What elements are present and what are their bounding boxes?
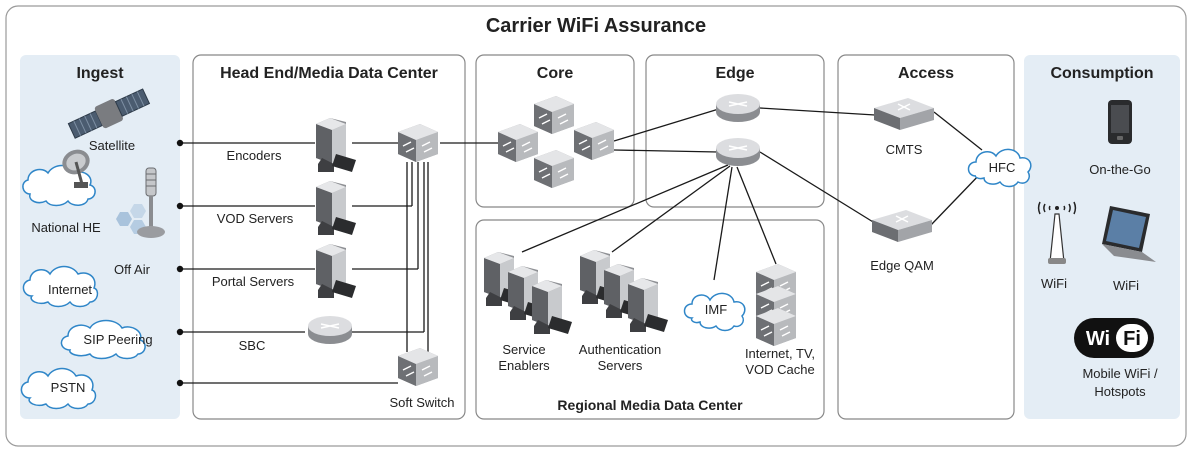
- sip-peering-cloud: SIP Peering: [60, 319, 153, 360]
- satellite-label: Satellite: [89, 138, 135, 153]
- edge-router-top-icon: [715, 93, 761, 123]
- national-he-label: National HE: [31, 220, 101, 235]
- cache-label-line1: Internet, TV,: [745, 346, 815, 361]
- headend-panel: [192, 54, 466, 420]
- off-air-label: Off Air: [114, 262, 151, 277]
- internet-cloud: Internet: [22, 265, 99, 308]
- consumption-panel: [1024, 55, 1180, 419]
- hfc-cloud: HFC: [967, 148, 1032, 188]
- hexagon-cells-icon: [116, 204, 146, 234]
- encoders-label: Encoders: [227, 148, 282, 163]
- imf-label: IMF: [705, 302, 727, 317]
- service-enablers-label-line2: Enablers: [498, 358, 550, 373]
- hfc-label: HFC: [989, 160, 1016, 175]
- access-heading: Access: [898, 65, 954, 82]
- line-endpoints: [176, 139, 184, 387]
- authentication-servers-label-line1: Authentication: [579, 342, 661, 357]
- mobile-wifi-label-line2: Hotspots: [1094, 384, 1146, 399]
- sbc-label: SBC: [239, 338, 266, 353]
- mobile-wifi-label-line1: Mobile WiFi /: [1082, 366, 1158, 381]
- sip-peering-label: SIP Peering: [83, 332, 152, 347]
- satellite-dish-icon: [62, 149, 90, 188]
- edge-qam-label: Edge QAM: [870, 258, 934, 273]
- wifi-antenna-label: WiFi: [1041, 276, 1067, 291]
- satellite-icon: [67, 88, 151, 139]
- soft-switch-label: Soft Switch: [389, 395, 454, 410]
- pstn-cloud: PSTN: [20, 367, 97, 410]
- cmts-label: CMTS: [886, 142, 923, 157]
- internet-label: Internet: [48, 282, 92, 297]
- authentication-servers-label-line2: Servers: [598, 358, 643, 373]
- imf-cloud: IMF: [683, 292, 746, 332]
- regional-heading: Regional Media Data Center: [557, 397, 743, 413]
- consumption-heading: Consumption: [1050, 65, 1153, 82]
- portal-servers-label: Portal Servers: [212, 274, 295, 289]
- national-he-cloud: [22, 164, 96, 207]
- off-air-antenna-icon: [137, 167, 165, 238]
- edge-heading: Edge: [715, 65, 754, 82]
- sbc-router-icon: [307, 315, 353, 345]
- smartphone-icon: [1108, 100, 1132, 144]
- vod-servers-label: VOD Servers: [217, 211, 294, 226]
- wifi-antenna-icon: [1037, 201, 1077, 264]
- edge-router-bottom-icon: [715, 137, 761, 167]
- svg-text:Fi: Fi: [1123, 328, 1141, 350]
- connection-lines: [180, 107, 983, 384]
- cache-stack-icon: [755, 263, 797, 347]
- access-panel: [837, 54, 1015, 420]
- cache-label-line2: VOD Cache: [745, 362, 814, 377]
- svg-text:Wi: Wi: [1086, 328, 1110, 350]
- headend-heading: Head End/Media Data Center: [220, 65, 438, 82]
- pstn-label: PSTN: [51, 380, 86, 395]
- wifi-laptop-label: WiFi: [1113, 278, 1139, 293]
- on-the-go-label: On-the-Go: [1089, 162, 1150, 177]
- wifi-logo-icon: Wi Fi: [1074, 318, 1154, 358]
- laptop-icon: [1102, 206, 1156, 262]
- service-enablers-label-line1: Service: [502, 342, 545, 357]
- ingest-heading: Ingest: [76, 65, 124, 82]
- diagram-title: Carrier WiFi Assurance: [486, 15, 706, 37]
- core-heading: Core: [537, 65, 574, 82]
- ingest-panel: [20, 55, 180, 419]
